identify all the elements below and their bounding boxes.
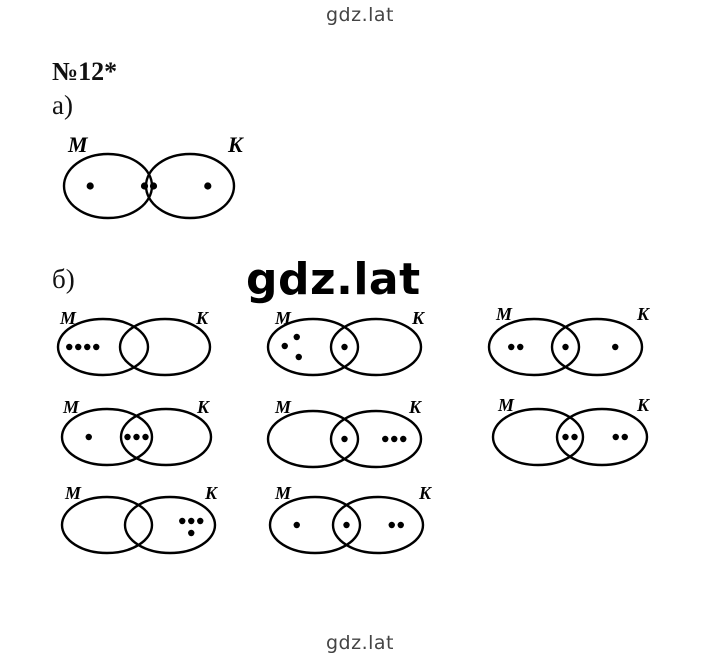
part-b-label: б) <box>52 264 75 294</box>
element-dot <box>562 343 569 351</box>
element-dot <box>612 433 619 441</box>
element-dot <box>612 343 619 351</box>
element-dot <box>397 521 404 529</box>
element-dot <box>197 517 204 525</box>
venn-label-K: K <box>636 395 651 415</box>
venn-label-K: K <box>204 483 219 503</box>
venn-label-M: M <box>67 132 89 157</box>
venn-circle-K <box>329 317 423 377</box>
element-dot <box>391 435 398 443</box>
venn-circle-K <box>329 409 423 469</box>
element-dot <box>295 353 302 361</box>
element-dot <box>188 529 195 537</box>
venn-label-K: K <box>196 397 211 417</box>
element-dot <box>204 182 212 190</box>
venn-circle-M <box>266 409 360 469</box>
element-dot <box>281 342 288 350</box>
element-dot <box>75 343 82 351</box>
element-dot <box>85 433 92 441</box>
venn-label-K: K <box>636 304 651 324</box>
element-dot <box>400 435 407 443</box>
venn-circle-M <box>60 495 154 555</box>
venn-circle-M <box>62 152 154 220</box>
watermark-top: gdz.lat <box>325 4 394 26</box>
venn-circle-K <box>550 317 644 377</box>
element-dot <box>341 343 348 351</box>
element-dot <box>86 182 94 190</box>
venn-circle-M <box>268 495 362 555</box>
venn-label-M: M <box>274 397 292 417</box>
element-dot <box>179 517 186 525</box>
element-dot <box>293 333 300 341</box>
venn-label-M: M <box>274 483 292 503</box>
venn-circle-K <box>118 317 212 377</box>
part-a-label: а) <box>52 90 73 120</box>
watermark-bottom: gdz.lat <box>325 632 394 654</box>
element-dot <box>133 433 140 441</box>
venn-label-M: M <box>64 483 82 503</box>
element-dot <box>140 182 149 190</box>
element-dot <box>142 433 149 441</box>
venn-circle-K <box>555 407 649 467</box>
element-dot <box>93 343 100 351</box>
element-dot <box>293 521 300 529</box>
problem-number: №12* <box>52 57 118 86</box>
element-dot <box>562 433 569 441</box>
venn-circle-M <box>60 407 154 467</box>
element-dot <box>188 517 195 525</box>
venn-label-K: K <box>227 132 244 157</box>
venn-label-K: K <box>418 483 433 503</box>
venn-circle-K <box>123 495 217 555</box>
venn-label-M: M <box>274 308 292 328</box>
element-dot <box>341 435 348 443</box>
element-dot <box>508 343 515 351</box>
element-dot <box>343 521 350 529</box>
element-dot <box>124 433 131 441</box>
element-dot <box>382 435 389 443</box>
venn-label-M: M <box>495 304 513 324</box>
venn-label-K: K <box>408 397 423 417</box>
venn-circle-K <box>119 407 213 467</box>
venn-label-M: M <box>497 395 515 415</box>
element-dot <box>621 433 628 441</box>
venn-circle-M <box>56 317 150 377</box>
element-dot <box>149 182 158 190</box>
venn-label-K: K <box>411 308 426 328</box>
element-dot <box>517 343 524 351</box>
watermark-center: gdz.lat <box>246 254 421 305</box>
venn-circle-K <box>144 152 236 220</box>
venn-circle-M <box>487 317 581 377</box>
element-dot <box>84 343 91 351</box>
element-dot <box>571 433 578 441</box>
venn-circle-K <box>331 495 425 555</box>
element-dot <box>388 521 395 529</box>
venn-circle-M <box>266 317 360 377</box>
venn-circle-M <box>491 407 585 467</box>
element-dot <box>66 343 73 351</box>
venn-label-M: M <box>62 397 80 417</box>
venn-label-M: M <box>59 308 77 328</box>
venn-label-K: K <box>195 308 210 328</box>
